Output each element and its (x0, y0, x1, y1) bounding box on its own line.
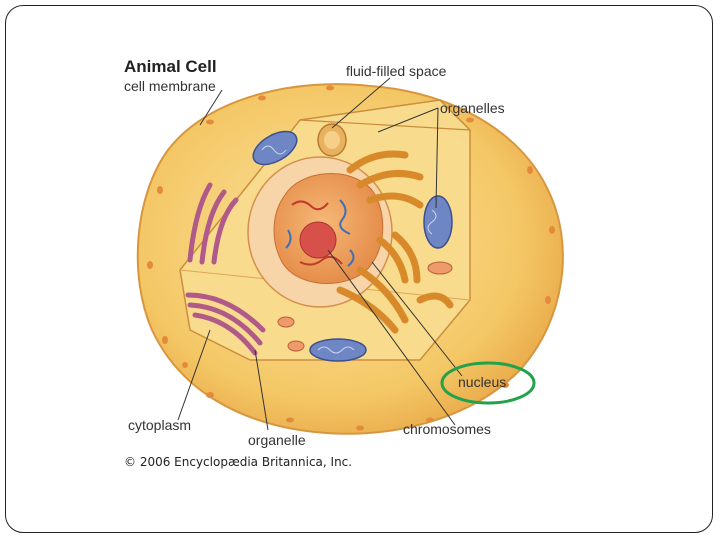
label-nucleus: nucleus (458, 374, 506, 390)
label-fluid-filled-space: fluid-filled space (346, 63, 446, 79)
label-cytoplasm: cytoplasm (128, 417, 191, 433)
label-organelle: organelle (248, 432, 306, 448)
label-chromosomes: chromosomes (403, 421, 491, 437)
label-organelles: organelles (440, 100, 505, 116)
copyright-notice: © 2006 Encyclopædia Britannica, Inc. (124, 455, 352, 469)
label-cell-membrane: cell membrane (124, 78, 216, 94)
diagram-title: Animal Cell (124, 57, 217, 77)
nucleolus (300, 222, 336, 258)
